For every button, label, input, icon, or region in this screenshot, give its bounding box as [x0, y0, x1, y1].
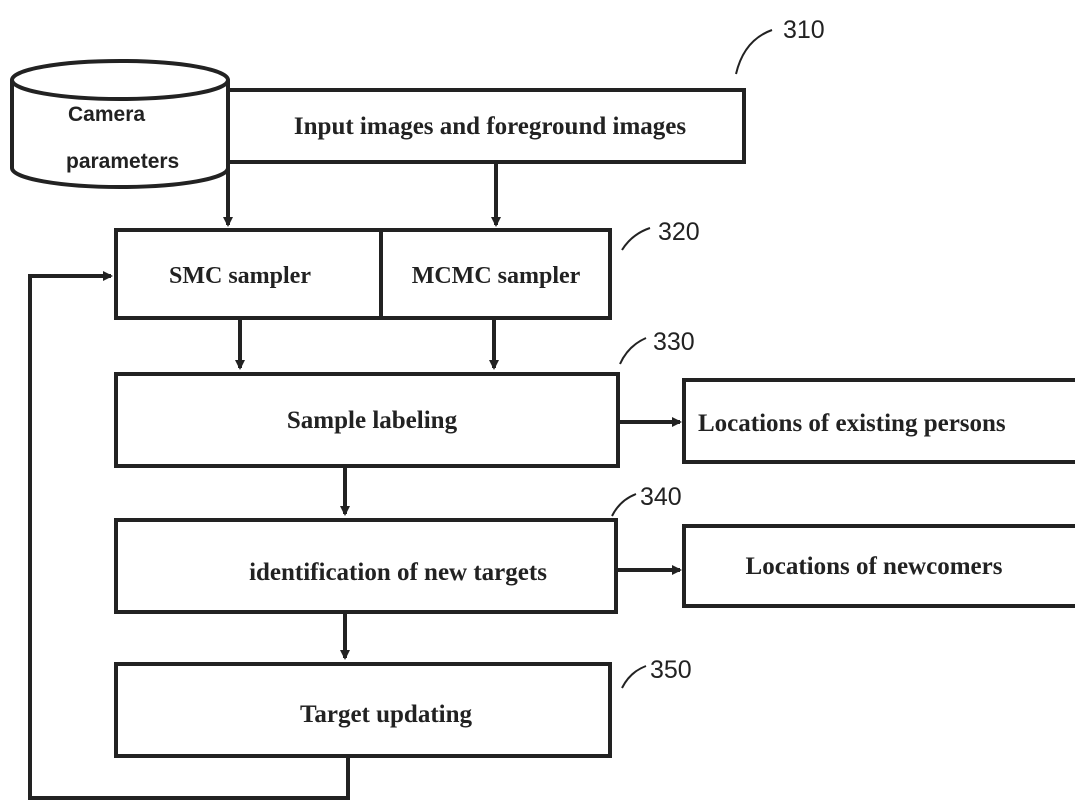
target-updating-box	[114, 662, 612, 758]
database-label-line2: parameters	[66, 150, 179, 173]
ref-310: 310	[783, 16, 825, 44]
mcmc-sampler-label: MCMC sampler	[412, 263, 581, 289]
sample-labeling-box	[114, 372, 620, 468]
ref-330-leader	[619, 337, 647, 365]
ref-340: 340	[640, 483, 682, 511]
ref-350-leader	[621, 665, 647, 689]
ref-320-leader	[621, 227, 651, 251]
input-images-box	[226, 88, 746, 164]
identification-box	[114, 518, 618, 614]
existing-persons-box	[682, 378, 1075, 464]
sample-labeling-label: Sample labeling	[287, 407, 458, 434]
feedback-loop-line	[28, 271, 350, 800]
ref-350: 350	[650, 656, 692, 684]
newcomers-box	[682, 524, 1075, 608]
existing-persons-label: Locations of existing persons	[698, 410, 1006, 437]
smc-sampler-label: SMC sampler	[169, 263, 311, 289]
camera-parameters-database: Camera parameters	[10, 59, 230, 189]
ref-320: 320	[658, 218, 700, 246]
ref-330: 330	[653, 328, 695, 356]
ref-310-leader	[735, 29, 773, 75]
ref-340-leader	[611, 493, 637, 517]
newcomers-label: Locations of newcomers	[746, 553, 1003, 580]
input-images-label: Input images and foreground images	[294, 113, 686, 140]
database-label-line1: Camera	[68, 103, 145, 126]
target-updating-label: Target updating	[300, 701, 473, 728]
sampler-box	[114, 228, 612, 320]
database-cylinder-top	[10, 59, 230, 101]
database-cylinder-body	[10, 80, 230, 189]
identification-label: identification of new targets	[249, 559, 547, 586]
